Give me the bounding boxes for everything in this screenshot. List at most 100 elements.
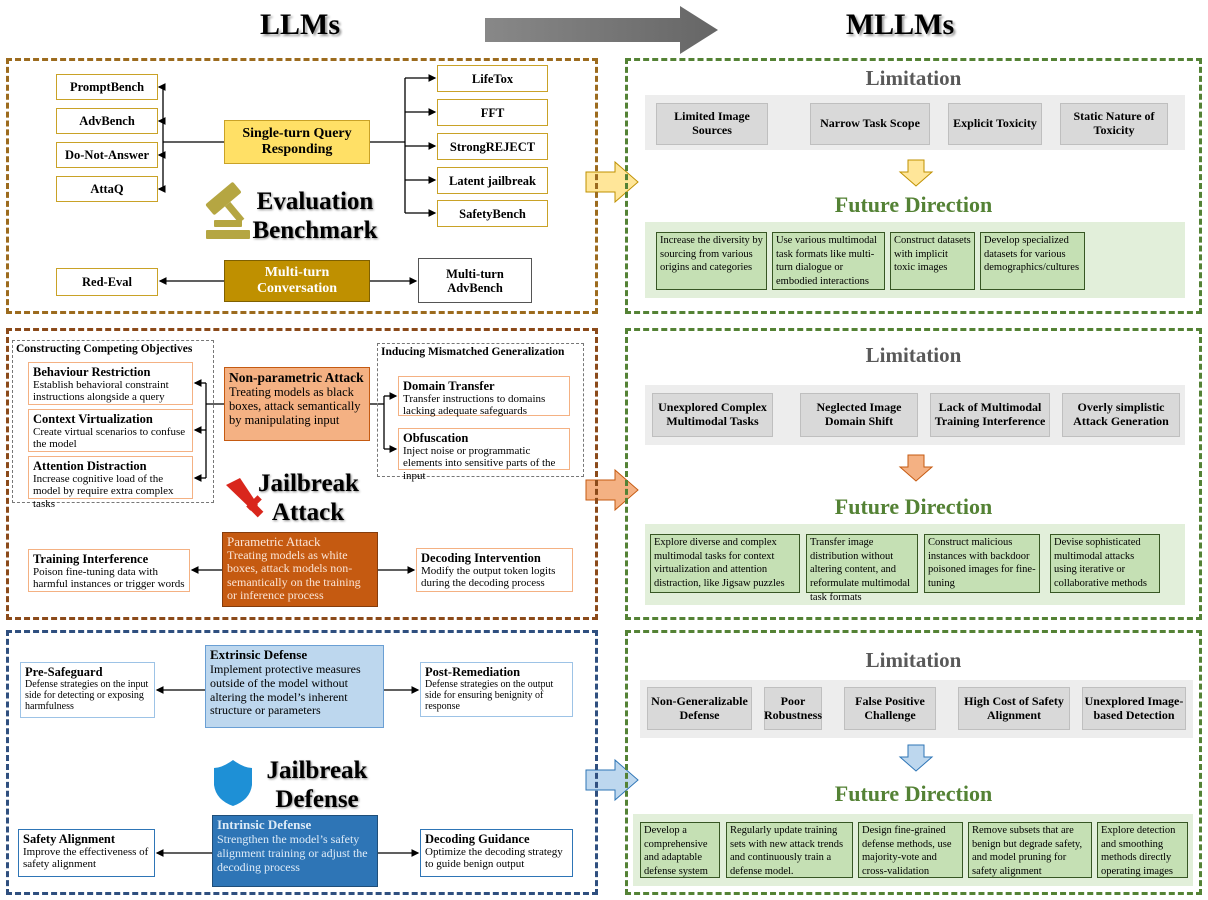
single-turn-box: Single-turn Query Responding [224,120,370,164]
behaviour-restriction-title: Behaviour Restriction [33,365,151,379]
future-item: Devise sophisticated multimodal attacks … [1050,534,1160,593]
limitation-heading: Limitation [865,648,962,672]
safety-alignment-title: Safety Alignment [23,832,116,846]
competing-objectives-title: Constructing Competing Objectives [16,343,193,355]
benchmark-strongreject: StrongREJECT [437,133,548,160]
future-direction-heading: Future Direction [834,494,993,519]
limitation-item: Neglected Image Domain Shift [800,393,918,437]
attention-distraction-desc: Increase cognitive load of the model by … [33,473,174,510]
shield-icon [214,760,252,806]
extrinsic-desc: Implement protective measures outside of… [210,661,361,718]
mllms-header: MLLMs [845,8,955,41]
defense-panel [6,630,598,895]
evaluation-title-line1: Evaluation [256,188,374,215]
limitation-item: Unexplored Image-based Detection [1082,687,1186,730]
pre-safeguard-desc: Defense strategies on the input side for… [25,679,149,713]
attack-down-arrow [898,454,934,482]
llms-header: LLMs [259,8,340,41]
limitation-item: Narrow Task Scope [810,103,930,145]
future-item: Explore detection and smoothing methods … [1097,822,1188,878]
benchmark-advbench: AdvBench [56,108,158,134]
attack-panel [6,328,598,620]
future-item: Design fine-grained defense methods, use… [858,822,963,878]
defense-title: Jailbreak Defense [262,757,372,815]
safety-alignment-desc: Improve the effectiveness of safety alig… [23,846,149,871]
attention-distraction-title: Attention Distraction [33,459,147,473]
evaluation-title: Evaluation Benchmark [252,188,378,246]
limitation-item: Poor Robustness [764,687,822,730]
llm-to-mllm-arrow [485,6,718,54]
limitation-item: Limited Image Sources [656,103,768,145]
non-parametric-title: Non-parametric Attack [229,370,364,385]
benchmark-red-eval: Red-Eval [56,268,158,296]
eval-down-arrow [898,159,934,187]
future-item: Explore diverse and complex multimodal t… [650,534,800,593]
future-item: Construct datasets with implicit toxic i… [890,232,975,290]
defense-title-line1: Jailbreak [266,757,368,784]
intrinsic-desc: Strengthen the model’s safety alignment … [217,831,368,874]
pre-safeguard-title: Pre-Safeguard [25,665,103,679]
limitation-heading: Limitation [865,66,962,90]
knife-icon [226,478,264,518]
context-virtualization-desc: Create virtual scenarios to confuse the … [33,426,186,451]
mllm-defense-panel [625,630,1202,895]
mismatched-generalization-group [377,343,584,477]
multi-turn-box: Multi-turn Conversation [224,260,370,302]
mismatched-generalization-title: Inducing Mismatched Generalization [381,346,565,358]
context-virtualization-title: Context Virtualization [33,412,153,426]
evaluation-panel [6,58,598,314]
limitation-heading: Limitation [865,343,962,367]
benchmark-fft: FFT [437,99,548,126]
attack-title-line2: Attack [271,498,345,526]
post-remediation-title: Post-Remediation [425,665,521,679]
intrinsic-title: Intrinsic Defense [217,817,312,832]
limitation-item: High Cost of Safety Alignment [958,687,1070,730]
decoding-guidance-title: Decoding Guidance [425,832,530,846]
benchmark-multi-turn-advbench: Multi-turn AdvBench [418,258,532,303]
non-parametric-desc: Treating models as black boxes, attack s… [229,385,361,428]
training-interference-title: Training Interference [33,552,149,566]
competing-objectives-group [12,340,214,503]
mllm-attack-panel [625,328,1202,620]
attack-title-line1: Jailbreak [258,470,359,497]
future-item: Remove subsets that are benign but degra… [968,822,1092,878]
mllm-evaluation-panel [625,58,1202,314]
parametric-title: Parametric Attack [227,534,321,549]
obfuscation-desc: Inject noise or programmatic elements in… [403,445,556,482]
attack-title: Jailbreak Attack [258,470,359,528]
future-item: Use various multimodal task formats like… [772,232,885,290]
parametric-desc: Treating models as white boxes, attack m… [227,548,361,602]
future-item: Regularly update training sets with new … [726,822,853,878]
post-remediation-desc: Defense strategies on the output side fo… [425,679,554,713]
decoding-intervention-desc: Modify the output token logits during th… [421,565,556,590]
future-direction-heading: Future Direction [834,781,993,806]
benchmark-attaq: AttaQ [56,176,158,202]
future-item: Develop specialized datasets for various… [980,232,1085,290]
evaluation-title-line2: Benchmark [252,216,378,244]
domain-transfer-desc: Transfer instructions to domains lacking… [403,393,546,418]
limitation-item: Overly simplistic Attack Generation [1062,393,1180,437]
future-item: Develop a comprehensive and adaptable de… [640,822,720,878]
limitation-item: Unexplored Complex Multimodal Tasks [652,393,773,437]
decoding-guidance-desc: Optimize the decoding strategy to guide … [425,846,563,871]
decoding-intervention-title: Decoding Intervention [421,551,541,565]
limitation-item: False Positive Challenge [844,687,936,730]
extrinsic-title: Extrinsic Defense [210,647,308,662]
defense-title-line2: Defense [275,785,359,813]
benchmark-promptbench: PromptBench [56,74,158,100]
benchmark-latent-jailbreak: Latent jailbreak [437,167,548,194]
gavel-icon [205,182,250,239]
defense-down-arrow [898,744,934,772]
